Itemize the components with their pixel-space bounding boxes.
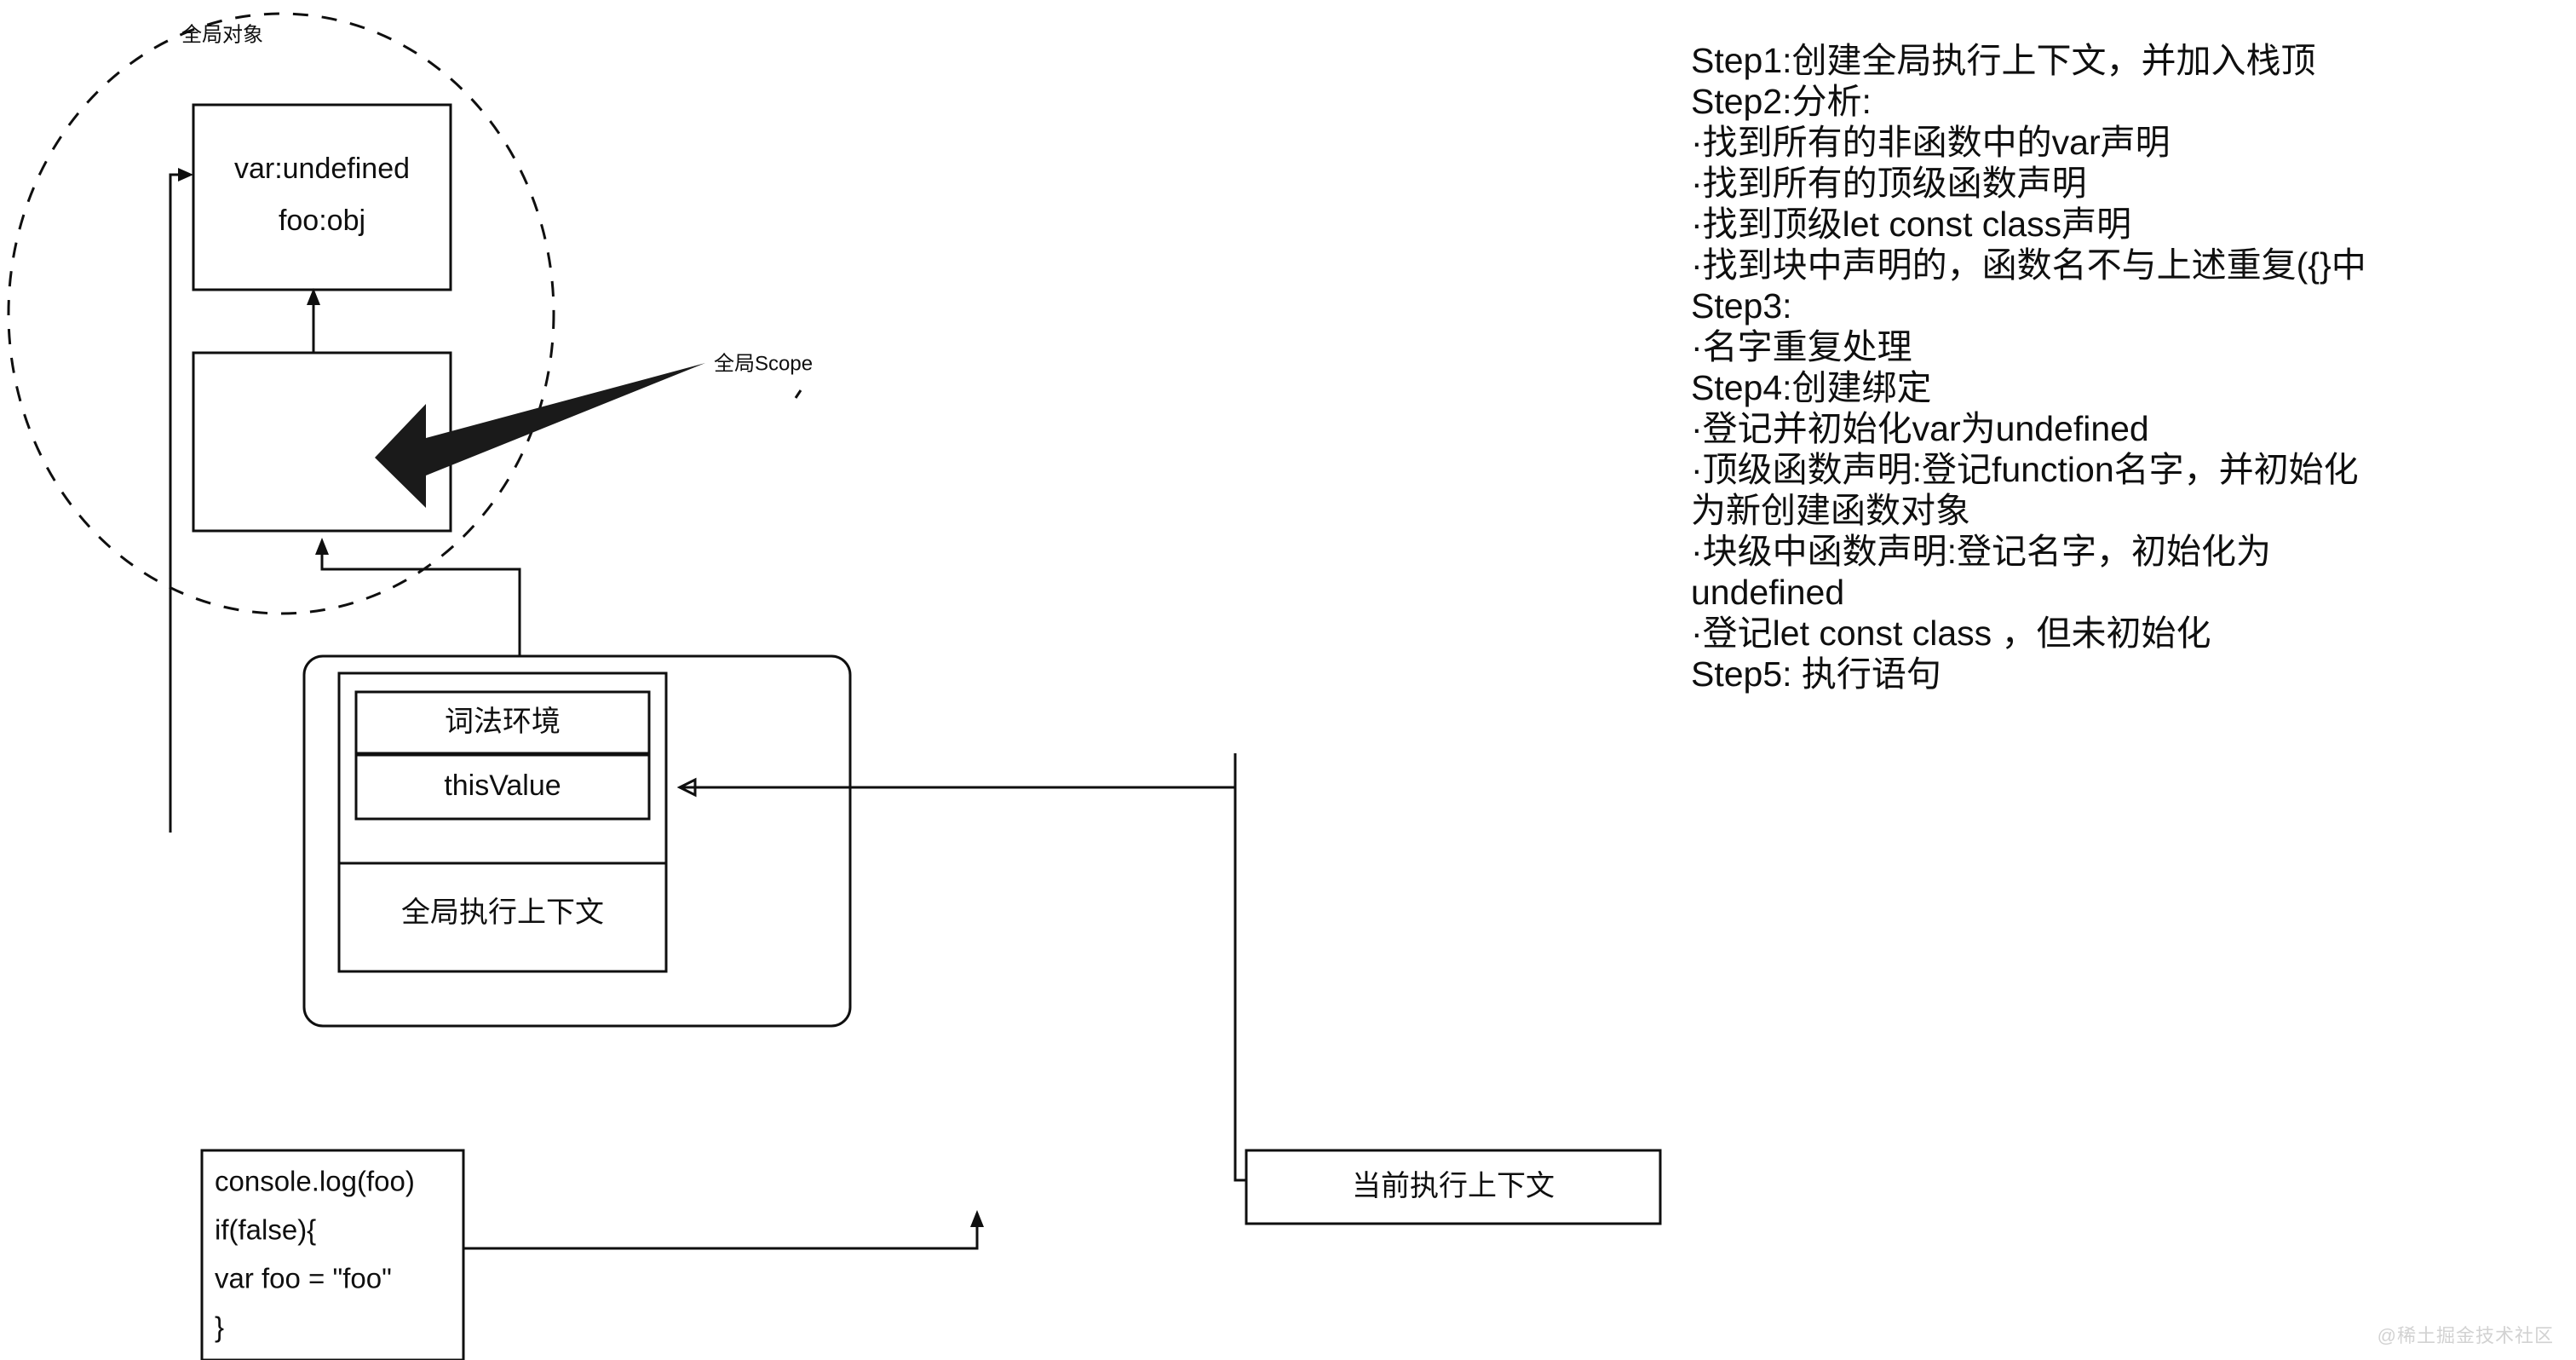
code-line-3: var foo = "foo"	[215, 1263, 392, 1294]
step-line: ·顶级函数声明:登记function名字，并初始化	[1691, 449, 2359, 489]
lexical-environment-row	[354, 690, 651, 755]
step-line: Step2:分析:	[1691, 81, 1872, 121]
tick-mark	[794, 389, 802, 399]
this-value-row	[354, 753, 651, 821]
step-line: Step4:创建绑定	[1691, 367, 1932, 407]
watermark: @稀土掘金技术社区	[2377, 1325, 2554, 1346]
scope-to-object-arrow	[307, 288, 320, 353]
global-object-var-line: var:undefined	[234, 153, 410, 185]
step-line: Step1:创建全局执行上下文，并加入栈顶	[1691, 41, 2316, 80]
this-value-label: thisValue	[444, 769, 561, 802]
global-scope-label: 全局Scope	[714, 352, 813, 375]
step-line: ·找到所有的顶级函数声明	[1691, 163, 2087, 203]
global-object-foo-line: foo:obj	[279, 205, 365, 237]
lexical-environment-label: 词法环境	[445, 706, 561, 738]
current-execution-context-box	[1245, 1149, 1662, 1225]
step-line: ·找到所有的非函数中的var声明	[1691, 122, 2171, 162]
global-object-boundary-ellipse	[7, 12, 555, 615]
execution-context-diagram: 全局对象 var:undefined foo:obj	[7, 12, 1662, 1360]
code-line-2: if(false){	[215, 1214, 316, 1246]
diagram-panel: 全局对象 var:undefined foo:obj	[7, 12, 1662, 1360]
code-line-4: }	[215, 1311, 224, 1343]
step-line: ·登记let const class ，但未初始化	[1691, 613, 2211, 653]
code-block-box	[200, 1149, 465, 1360]
context-to-scope-connector	[315, 538, 521, 682]
step-line: 为新创建函数对象	[1691, 490, 1970, 530]
step-line: ·找到块中声明的，函数名不与上述重复({}中	[1691, 245, 2366, 285]
global-object-label: 全局对象	[181, 23, 263, 46]
stack-to-current-context-connector	[1233, 753, 1246, 1182]
global-object-props-box	[192, 103, 452, 291]
step-line: ·名字重复处理	[1691, 326, 1912, 366]
code-line-1: console.log(foo)	[215, 1166, 415, 1197]
code-to-current-context-connector	[463, 1210, 984, 1250]
step-line: Step3:	[1691, 285, 1792, 326]
lexical-env-to-global-object-connector	[169, 168, 193, 833]
current-execution-context-label: 当前执行上下文	[1352, 1170, 1555, 1202]
step-line: undefined	[1691, 572, 1845, 612]
step-line: ·找到顶级let const class声明	[1691, 204, 2132, 244]
step-line: ·登记并初始化var为undefined	[1691, 408, 2149, 448]
step-line: ·块级中函数声明:登记名字，初始化为	[1691, 531, 2272, 571]
step-line: Step5: 执行语句	[1691, 654, 1941, 694]
global-execution-context-label: 全局执行上下文	[401, 896, 604, 929]
global-scope-fat-arrow	[375, 363, 705, 508]
steps-panel: Step1:创建全局执行上下文，并加入栈顶 Step2:分析: ·找到所有的非函…	[1691, 41, 2551, 695]
